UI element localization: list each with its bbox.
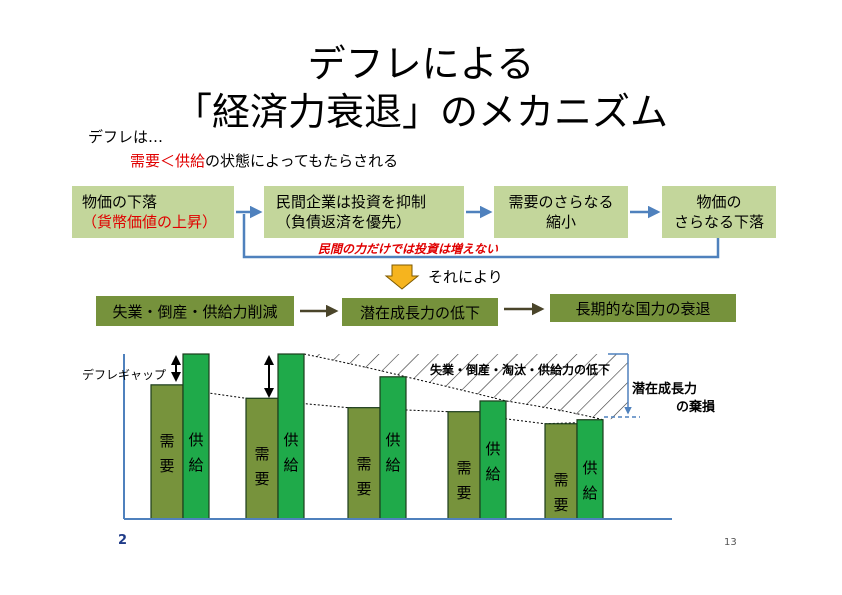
- intro-highlight: 需要＜供給: [130, 152, 206, 170]
- flow-box-further-price-drop: 物価の さらなる下落: [662, 186, 776, 238]
- flow-box-price-drop: 物価の下落 （貨幣価値の上昇）: [72, 186, 234, 238]
- flow-box-line2: （貨幣価値の上昇）: [82, 213, 218, 231]
- bar-demand: [347, 407, 381, 520]
- outcome-box-label: 長期的な国力の衰退: [575, 299, 711, 318]
- page-number: 13: [724, 537, 737, 548]
- bar-label-supply: 供 給: [582, 458, 598, 502]
- potential-loss-label-2: の棄損: [676, 400, 716, 415]
- potential-growth-line: [303, 353, 604, 421]
- transition-text: それにより: [428, 268, 503, 286]
- bar-label-demand: 需 要: [254, 445, 270, 489]
- loop-note: 民間の力だけでは投資は増えない: [318, 242, 499, 256]
- intro-line1: デフレは…: [88, 128, 164, 146]
- bar-demand: [150, 384, 184, 520]
- bar-supply: [479, 400, 507, 520]
- flow-box-demand-shrink: 需要のさらなる 縮小: [494, 186, 628, 238]
- bar-label-demand: 需 要: [553, 470, 569, 514]
- outcome-box-label: 潜在成長力の低下: [359, 303, 480, 322]
- bar-label-supply: 供 給: [385, 431, 401, 474]
- intro-rest: の状態によってもたらされる: [205, 152, 399, 170]
- bar-label-demand: 需 要: [456, 458, 472, 502]
- flow-box-invest-restraint: 民間企業は投資を抑制 （負債返済を優先）: [264, 186, 464, 238]
- hatch-area: [304, 354, 628, 420]
- bar-label-supply: 供 給: [188, 431, 204, 474]
- bar-supply: [277, 353, 305, 520]
- flow-box-line2: さらなる下落: [673, 213, 764, 231]
- flow-box-line2: 縮小: [545, 213, 576, 231]
- bar-label-supply: 供 給: [485, 439, 501, 483]
- outcome-box-job-loss: 失業・倒産・供給力削減: [96, 296, 294, 326]
- flow-box-line1: 需要のさらなる: [508, 193, 614, 211]
- down-arrow-icon: [384, 264, 420, 290]
- bar-supply: [379, 376, 407, 520]
- bar-label-demand: 需 要: [356, 454, 372, 498]
- bar-demand: [245, 397, 279, 520]
- flow-box-line1: 物価の下落: [82, 193, 158, 211]
- hatch-note-label: 失業・倒産・淘汰・供給力の低下: [430, 363, 611, 377]
- title-line1: デフレによる: [307, 42, 535, 86]
- slide-number: 2: [118, 533, 128, 548]
- title-line2: 「経済力衰退」のメカニズム: [173, 90, 668, 134]
- outcome-box-long-term-decline: 長期的な国力の衰退: [550, 294, 736, 322]
- bar-label-demand: 需 要: [159, 431, 175, 475]
- outcome-box-label: 失業・倒産・供給力削減: [112, 302, 278, 321]
- flow-box-line1: 民間企業は投資を抑制: [276, 193, 427, 211]
- bar-demand: [447, 411, 481, 520]
- flow-box-line1: 物価の: [696, 193, 742, 211]
- potential-loss-label-1: 潜在成長力: [632, 382, 698, 397]
- bar-label-supply: 供 給: [283, 431, 299, 474]
- intro-line2: 需要＜供給の状態によってもたらされる: [130, 150, 398, 171]
- loop-back-connector: [242, 214, 720, 259]
- bar-supply: [182, 353, 210, 520]
- flow-box-line2: （負債返済を優先）: [276, 213, 412, 231]
- deflation-gap-label: デフレギャップ: [82, 368, 167, 382]
- bar-supply: [576, 419, 604, 520]
- outcome-box-potential-growth: 潜在成長力の低下: [342, 298, 498, 326]
